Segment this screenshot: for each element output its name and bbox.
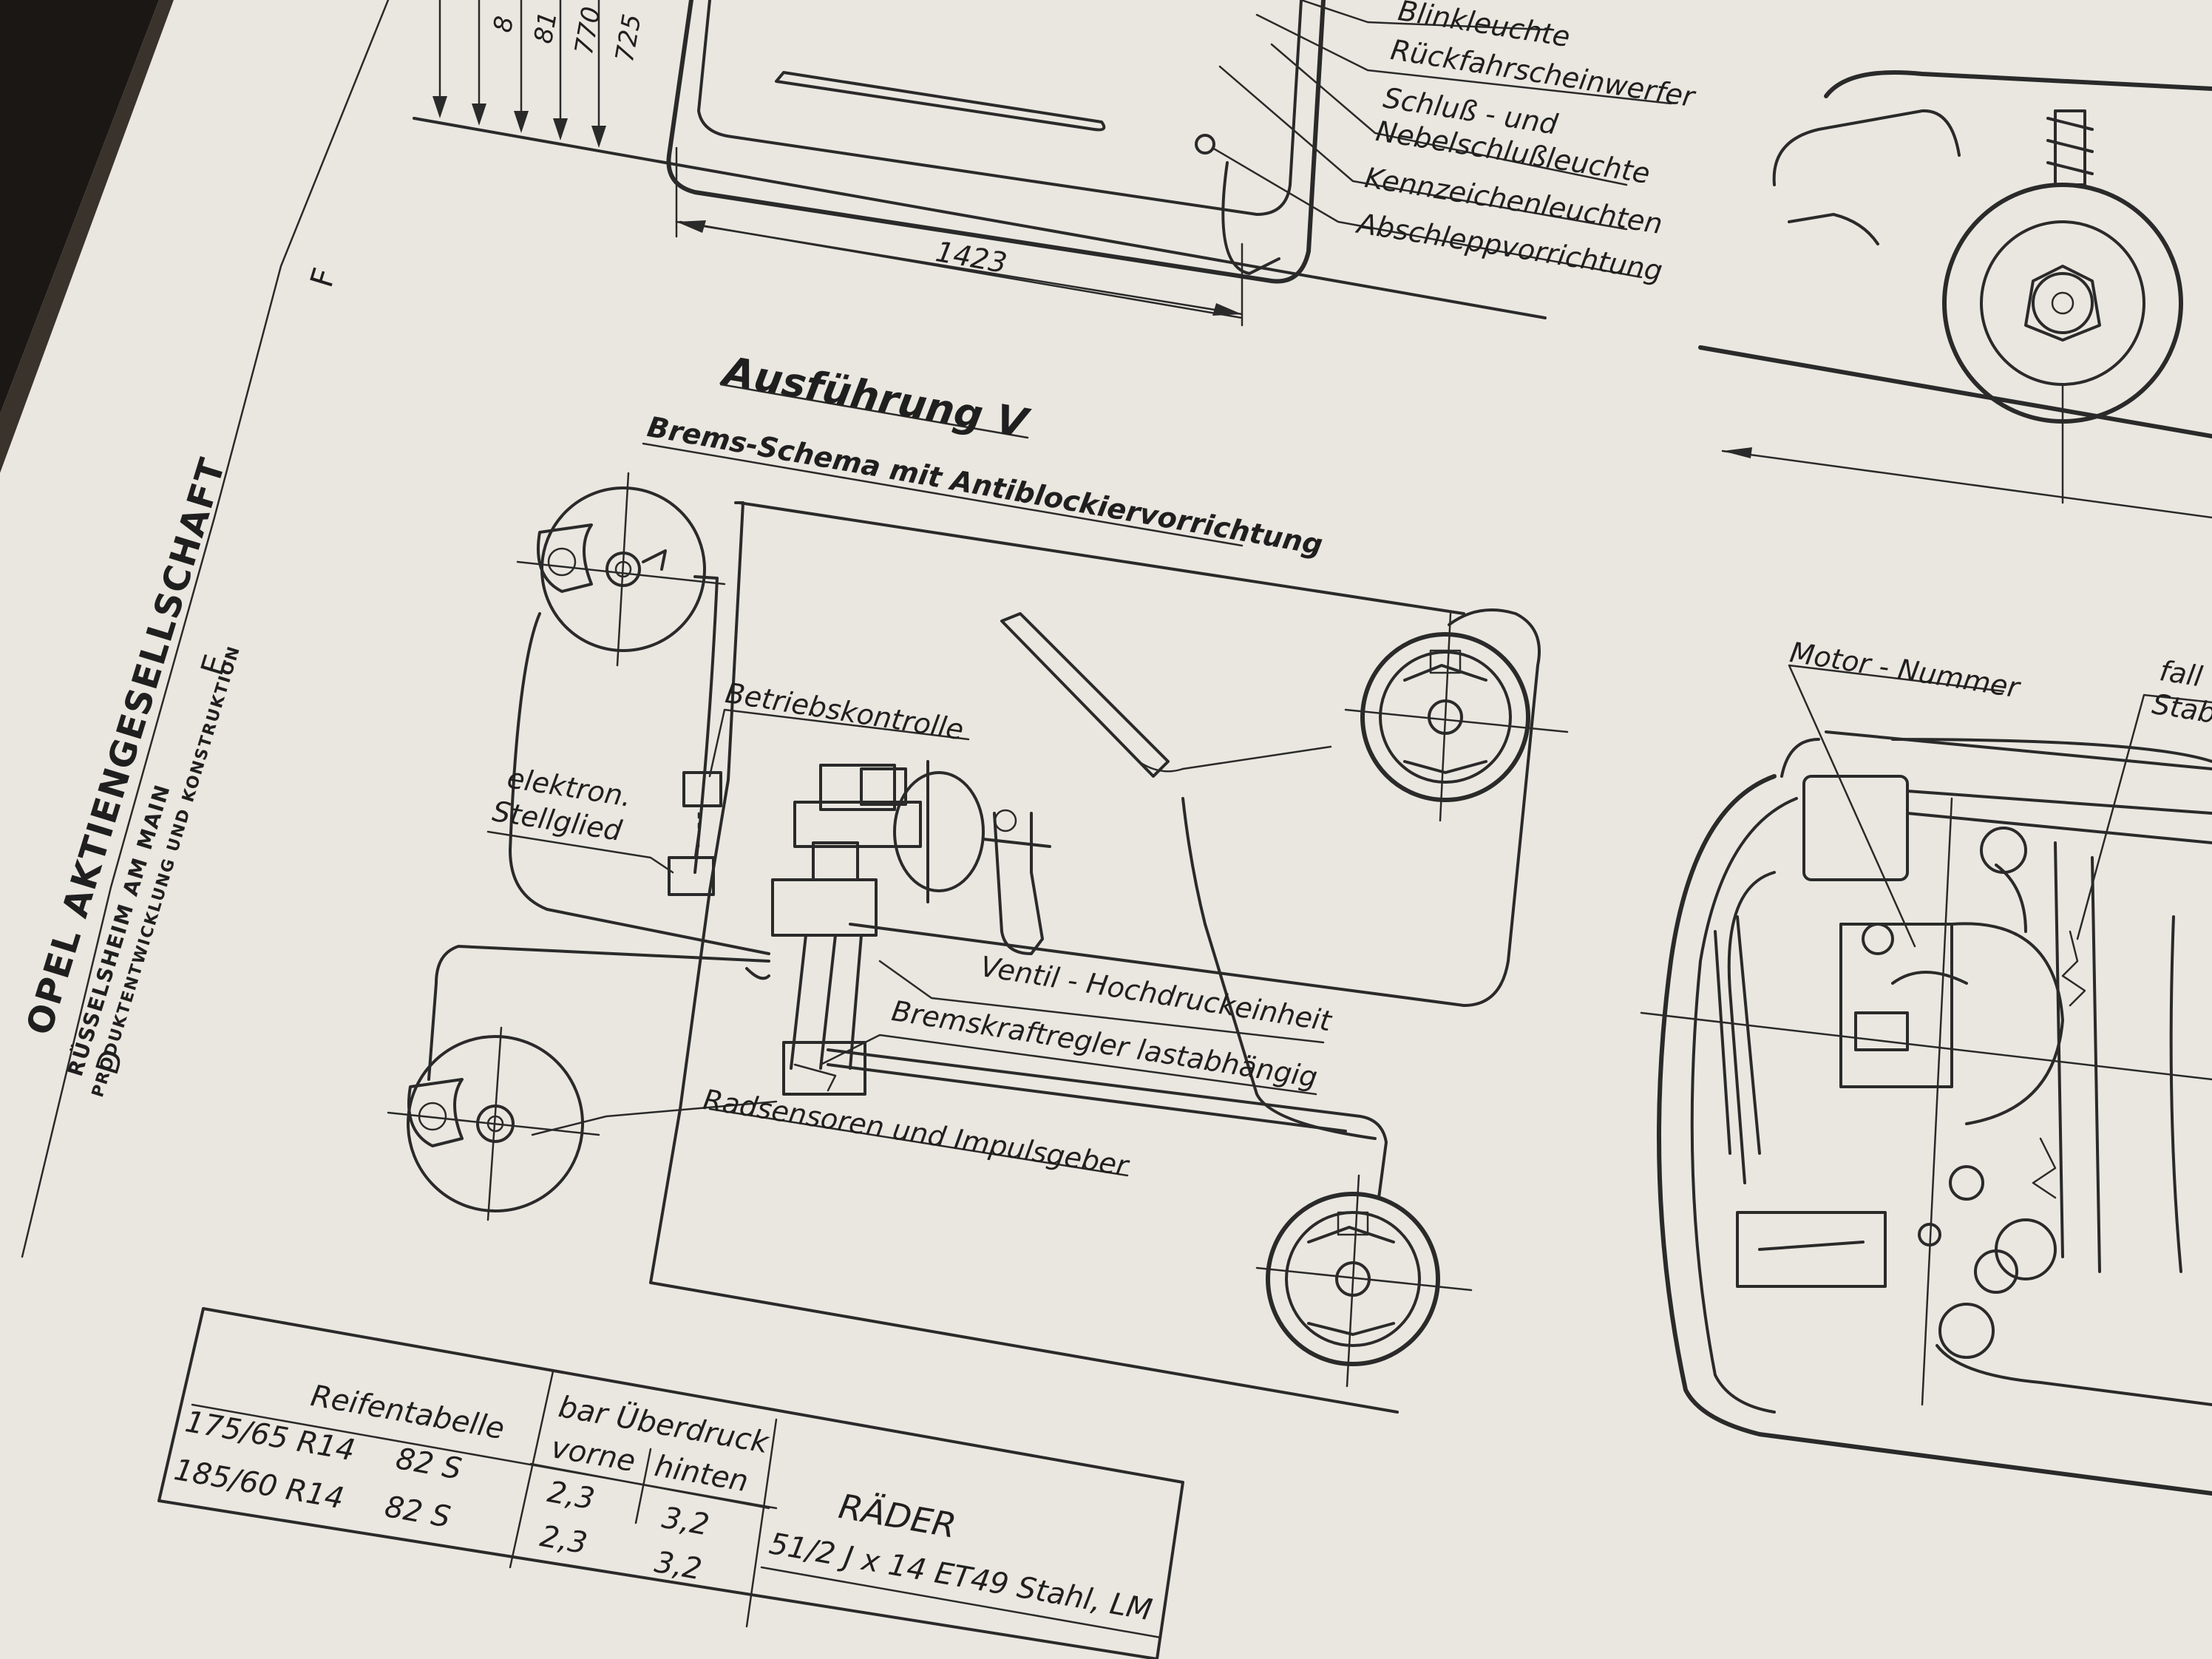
rear-view-drawing xyxy=(413,0,1672,327)
engine-bay-drawing xyxy=(1640,664,2212,1496)
front-left-wheel xyxy=(516,472,726,667)
rear-left-wheel xyxy=(387,1026,600,1221)
dim-height-2: 81 xyxy=(529,9,563,46)
label-fall: fall xyxy=(2157,654,2205,693)
side-view-drawing xyxy=(1698,70,2212,519)
brake-scheme xyxy=(387,383,1569,1414)
margin-border-line xyxy=(21,0,390,1258)
tire-table xyxy=(157,1307,1184,1659)
rear-right-drum xyxy=(1255,1174,1473,1388)
